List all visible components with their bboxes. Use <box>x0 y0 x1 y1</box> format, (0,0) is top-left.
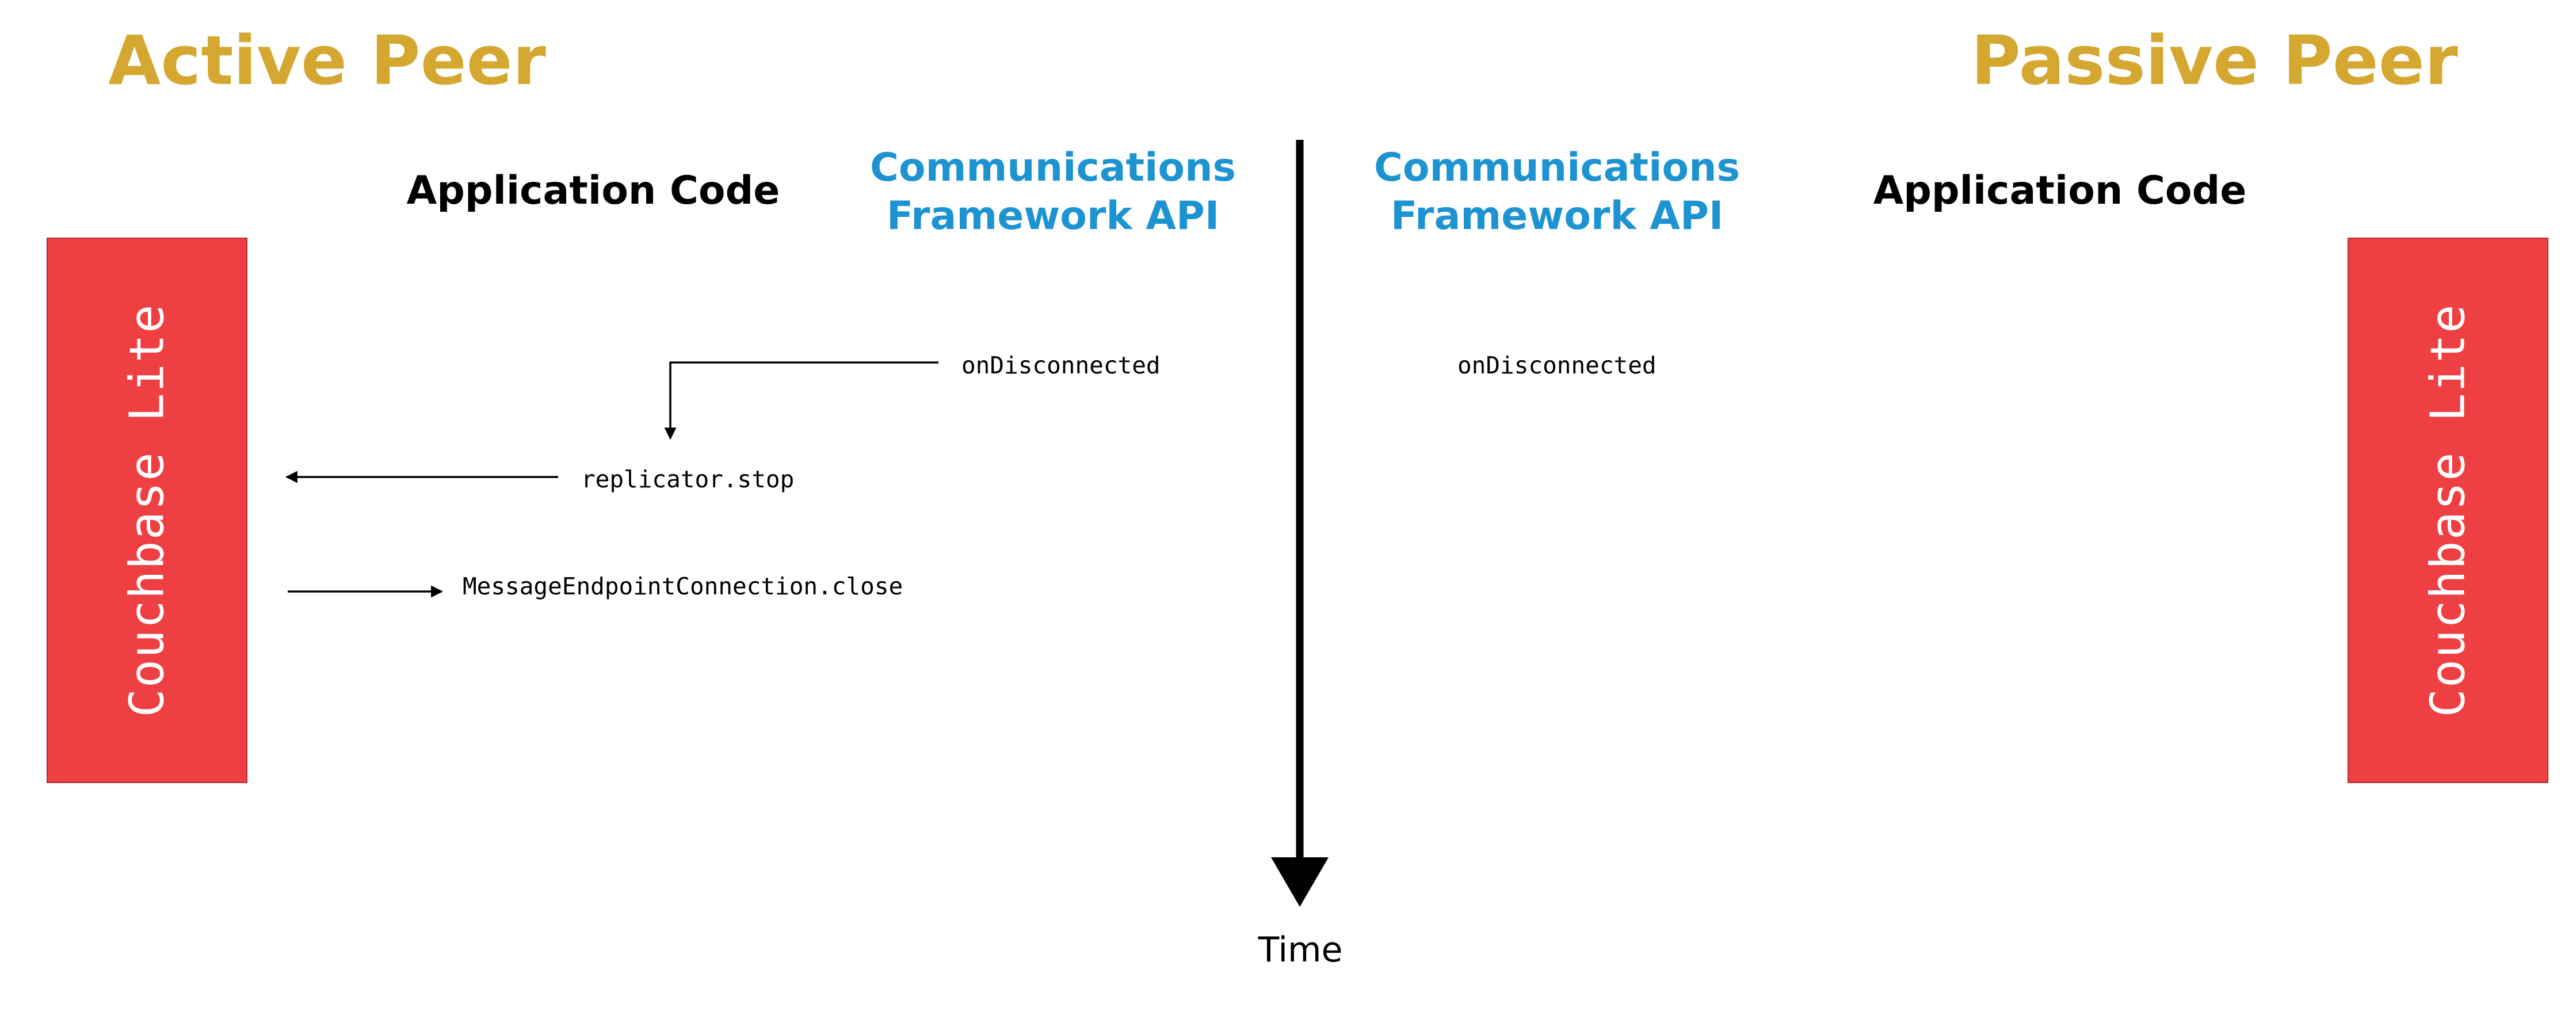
communications-framework-header-active: Communications Framework API <box>870 144 1236 241</box>
comm-header-line2: Framework API <box>1390 193 1724 239</box>
application-code-header-active: Application Code <box>406 168 780 213</box>
time-label: Time <box>1258 930 1343 970</box>
passive-peer-title: Passive Peer <box>1971 21 2458 100</box>
couchbase-lite-box-active: Couchbase Lite <box>47 238 247 783</box>
time-axis-arrowhead <box>1271 857 1329 907</box>
communications-framework-header-passive: Communications Framework API <box>1374 144 1740 241</box>
on-disconnected-passive-label: onDisconnected <box>1457 352 1657 379</box>
comm-header-line1: Communications <box>1373 145 1741 190</box>
replicator-stop-label: replicator.stop <box>581 465 795 493</box>
comm-header-line2: Framework API <box>886 193 1220 239</box>
active-peer-title: Active Peer <box>108 21 546 100</box>
on-disconnected-active-label: onDisconnected <box>961 352 1161 379</box>
on-disconnected-elbow-arrow <box>664 361 938 440</box>
application-code-header-passive: Application Code <box>1873 168 2247 213</box>
message-endpoint-close-label: MessageEndpointConnection.close <box>463 573 903 600</box>
comm-header-line1: Communications <box>869 145 1237 190</box>
couchbase-lite-box-passive: Couchbase Lite <box>2348 238 2548 783</box>
